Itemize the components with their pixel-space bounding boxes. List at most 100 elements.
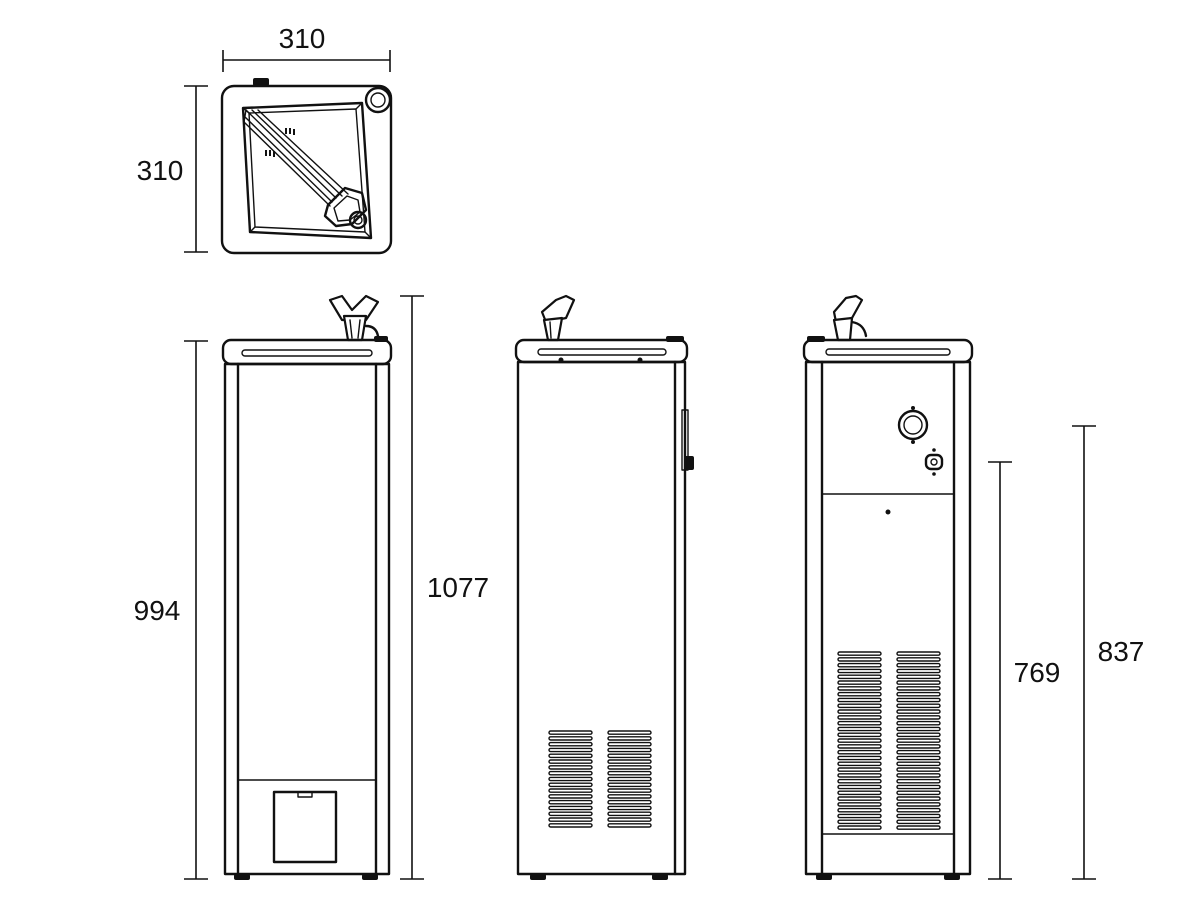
vent-slat: [548, 788, 593, 793]
side-height-a-dimension: 769: [988, 461, 1061, 880]
vent-slat: [607, 770, 652, 776]
vent-slat: [837, 715, 882, 720]
drain-circle-inner: [370, 92, 386, 108]
rear-inlet: [897, 406, 929, 444]
vent-slat: [896, 819, 941, 825]
vent-slat: [896, 755, 941, 761]
vent-slat: [837, 703, 882, 709]
vent-slat: [837, 709, 882, 714]
vent-slat: [837, 680, 882, 685]
vent-slat: [896, 813, 941, 819]
text-marks: [265, 128, 295, 157]
vent-slat: [837, 825, 882, 830]
vent-slat: [837, 784, 882, 790]
vent-slat: [896, 697, 941, 703]
bubbler-rear: [832, 294, 868, 342]
front-height-label: 994: [134, 595, 181, 626]
vent-slat: [837, 767, 882, 772]
vent-slat: [896, 651, 941, 656]
vent-slat: [837, 697, 882, 703]
vent-slat: [548, 776, 593, 782]
vent-slat: [607, 736, 652, 741]
side-vent-right: [607, 730, 652, 828]
vent-slat: [548, 765, 593, 770]
front-top-cap: [221, 338, 393, 366]
side-height-b-label: 837: [1098, 636, 1145, 667]
vent-slat: [837, 790, 882, 796]
vent-slat: [837, 732, 882, 738]
vent-slat: [896, 732, 941, 738]
vent-slat: [607, 753, 652, 759]
vent-slat: [896, 744, 941, 749]
vent-slat: [837, 662, 882, 668]
top-depth-label: 310: [137, 155, 184, 186]
vent-slat: [837, 657, 882, 662]
vent-slat: [607, 776, 652, 782]
vent-slat: [837, 819, 882, 825]
vent-slat: [896, 691, 941, 697]
vent-slat: [896, 825, 941, 830]
vent-slat: [548, 794, 593, 799]
vent-slat: [548, 753, 593, 759]
vent-slat: [837, 807, 882, 813]
bubbler-arm-top: [243, 109, 349, 207]
bubbler-head-top: [323, 186, 368, 230]
vent-slat: [896, 715, 941, 720]
front-body: [223, 362, 391, 876]
vent-slat: [548, 799, 593, 805]
front-top-groove: [241, 349, 373, 357]
vent-slat: [548, 811, 593, 817]
vent-slat: [548, 736, 593, 741]
vent-slat: [837, 744, 882, 749]
vent-slat: [837, 668, 882, 674]
vent-slat: [896, 761, 941, 767]
overall-height-label: 1077: [427, 572, 489, 603]
vent-slat: [896, 749, 941, 755]
vent-slat: [896, 668, 941, 674]
side-view: [514, 294, 694, 880]
front-access-panel: [272, 790, 338, 864]
vent-slat: [896, 680, 941, 685]
vent-slat: [896, 807, 941, 813]
vent-slat: [548, 823, 593, 828]
bubbler-front: [328, 294, 380, 342]
vent-slat: [607, 805, 652, 811]
vent-slat: [607, 741, 652, 747]
vent-slat: [548, 747, 593, 753]
vent-slat: [896, 767, 941, 772]
vent-slat: [607, 788, 652, 793]
vent-slat: [896, 709, 941, 714]
front-view: 994 1077: [134, 294, 489, 880]
top-width-dimension: 310: [222, 23, 391, 72]
vent-slat: [896, 686, 941, 691]
vent-slat: [896, 657, 941, 662]
vent-slat: [837, 813, 882, 819]
side-top-cap: [514, 338, 689, 364]
vent-slat: [896, 703, 941, 709]
side-height-a-label: 769: [1014, 657, 1061, 688]
rear-view: 769 837: [802, 294, 1145, 880]
rear-vent-right: [896, 651, 941, 830]
vent-slat: [896, 778, 941, 784]
vent-slat: [896, 720, 941, 726]
front-foot-left: [234, 874, 250, 880]
vent-slat: [607, 759, 652, 764]
vent-slat: [837, 749, 882, 755]
vent-slat: [607, 799, 652, 805]
top-view: 310 310: [137, 23, 393, 255]
vent-slat: [548, 770, 593, 776]
vent-slat: [548, 759, 593, 764]
vent-slat: [837, 778, 882, 784]
vent-slat: [607, 730, 652, 735]
top-outline: [220, 84, 393, 255]
vent-slat: [607, 782, 652, 788]
vent-slat: [896, 796, 941, 801]
vent-slat: [837, 651, 882, 656]
vent-slat: [837, 755, 882, 761]
vent-slat: [837, 686, 882, 691]
drain-circle-outer: [364, 86, 392, 114]
vent-slat: [607, 747, 652, 753]
vent-slat: [837, 796, 882, 801]
top-depth-dimension: 310: [137, 85, 208, 253]
vent-slat: [896, 662, 941, 668]
